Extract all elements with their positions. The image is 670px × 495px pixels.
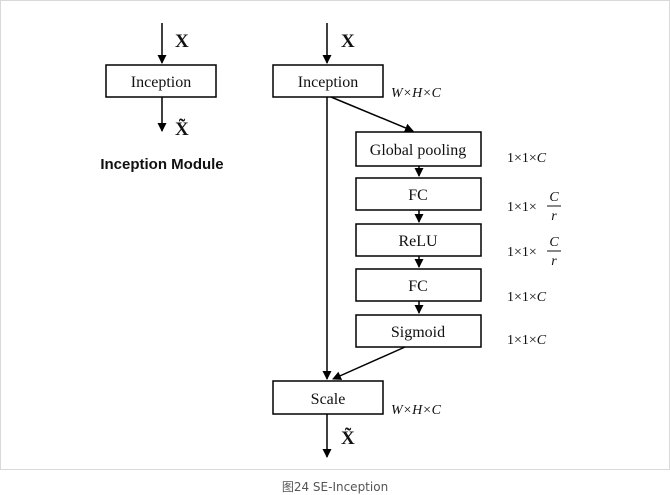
se-inception-diagram: X Inception X̃ Inception Module X Incept… bbox=[100, 23, 561, 458]
scale-label: Scale bbox=[311, 391, 346, 408]
block-box bbox=[355, 131, 482, 167]
squeeze-arrow bbox=[330, 96, 414, 133]
module-inception-label: Inception bbox=[131, 74, 191, 91]
block-label: Sigmoid bbox=[391, 324, 445, 341]
se-inception-dim: W×H×C bbox=[391, 86, 442, 101]
figure-caption: 图24 SE-Inception bbox=[281, 480, 389, 494]
inception-module: X Inception X̃ Inception Module bbox=[100, 23, 224, 173]
block-label: FC bbox=[408, 187, 428, 204]
scale-box bbox=[272, 380, 384, 415]
se-inception-box bbox=[272, 64, 384, 98]
module-title: Inception Module bbox=[100, 156, 223, 173]
block-relu: ReLU 1×1× C r bbox=[355, 223, 561, 269]
block-fc-1: FC 1×1× C r bbox=[355, 177, 561, 224]
block-label: Global pooling bbox=[370, 142, 466, 159]
block-dim-num: C bbox=[549, 190, 559, 205]
block-dim-prefix: 1×1× bbox=[507, 245, 537, 260]
block-dim-num: C bbox=[549, 235, 559, 250]
se-inception-label: Inception bbox=[298, 74, 358, 91]
block-dim-den: r bbox=[551, 254, 557, 269]
block-dim: 1×1×C bbox=[507, 290, 547, 305]
block-label: FC bbox=[408, 278, 428, 295]
block-global-pooling: Global pooling 1×1×C bbox=[355, 131, 547, 167]
block-box bbox=[355, 177, 482, 211]
figure-frame: X Inception X̃ Inception Module X Incept… bbox=[0, 0, 670, 470]
module-inception-box bbox=[105, 64, 217, 98]
scale-dim: W×H×C bbox=[391, 403, 442, 418]
excite-arrow bbox=[332, 346, 406, 380]
block-sigmoid: Sigmoid 1×1×C bbox=[355, 314, 547, 348]
block-dim: 1×1×C bbox=[507, 151, 547, 166]
se-input-label: X bbox=[341, 31, 355, 52]
block-fc-2: FC 1×1×C bbox=[355, 268, 547, 305]
block-box bbox=[355, 314, 482, 348]
module-input-label: X bbox=[175, 31, 189, 52]
block-dim-den: r bbox=[551, 209, 557, 224]
se-output-label: X̃ bbox=[341, 428, 355, 449]
se-inception-module: X Inception W×H×C Global pooling 1×1×C F… bbox=[272, 23, 561, 458]
block-label: ReLU bbox=[398, 233, 438, 250]
block-dim-prefix: 1×1× bbox=[507, 200, 537, 215]
block-dim: 1×1×C bbox=[507, 333, 547, 348]
block-box bbox=[355, 223, 482, 257]
module-output-label: X̃ bbox=[175, 119, 189, 140]
